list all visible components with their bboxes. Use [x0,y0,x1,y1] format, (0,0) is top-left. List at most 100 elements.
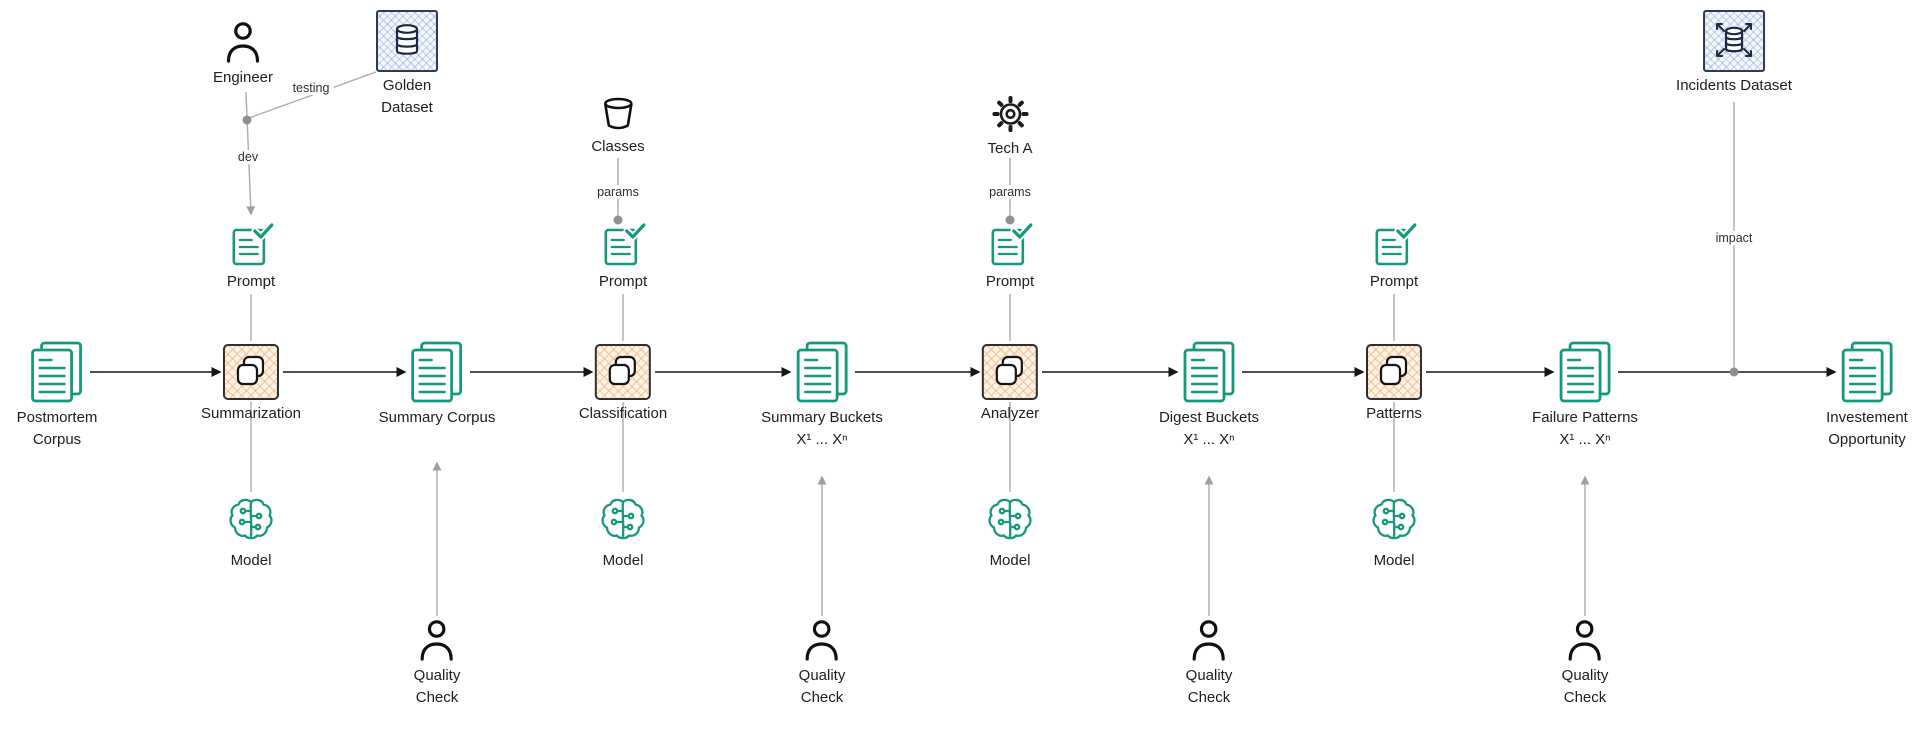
node-analyzer: Analyzer [981,344,1039,424]
bucket-icon [603,97,633,130]
node-label: Analyzer [980,405,1040,422]
node-prompt-analyzer: Prompt [986,222,1034,292]
person-icon [805,620,839,661]
document-stack-icon [1183,341,1235,403]
prompt-icon [232,222,274,266]
node-label: Check [1563,689,1607,707]
node-golden-dataset: Golden Dataset [376,10,438,119]
node-failure-patterns: Failure Patterns X¹ ... Xⁿ [1532,340,1638,451]
node-quality-check-failure-patterns: Quality Check [1561,618,1609,709]
node-quality-check-summary-corpus: Quality Check [413,618,461,709]
junction-dot-params-classes [613,215,623,225]
node-label: Model [1373,552,1415,569]
node-prompt-summarization: Prompt [227,222,275,292]
node-classification: Classification [579,344,667,424]
node-summary-buckets: Summary Buckets X¹ ... Xⁿ [761,340,883,451]
node-label: Model [602,552,644,569]
node-classes: Classes [591,95,645,157]
node-label: Check [800,689,844,707]
database-cylinder-icon [395,24,419,55]
node-label: Summary Buckets [761,409,883,426]
node-label: Digest Buckets [1158,409,1260,426]
node-label: Quality [1561,667,1609,684]
junction-dot-dev [242,115,252,125]
document-stack-icon [411,341,463,403]
process-icon [981,344,1038,400]
person-icon [420,620,454,661]
node-label: Patterns [1366,405,1422,422]
overlapping-squares-icon [995,355,1024,386]
node-prompt-classification: Prompt [599,222,647,292]
node-label: Investement [1826,409,1908,426]
node-label: Corpus [32,431,82,449]
junction-dot-impact [1729,367,1739,377]
node-postmortem-corpus: Postmortem Corpus [16,340,98,451]
node-label: Dataset [381,99,433,117]
node-label: Quality [798,667,846,684]
process-icon [1366,344,1422,400]
node-label: Opportunity [1828,431,1906,449]
node-patterns: Patterns [1366,344,1422,424]
node-label: X¹ ... Xⁿ [1183,431,1235,449]
overlapping-squares-icon [1379,355,1408,386]
model-icon [988,498,1032,540]
prompt-icon [991,222,1033,266]
node-label: Classes [591,138,645,155]
node-label: Check [415,689,459,707]
edge-engineer-goldendataset-testing [248,71,377,119]
database-arrows-icon [1716,23,1752,57]
model-icon [601,498,645,540]
node-label: Failure Patterns [1532,409,1638,426]
node-model-analyzer: Model [984,495,1036,571]
person-icon [1192,620,1226,661]
node-label: Summarization [200,405,302,422]
edge-label-dev: dev [233,150,263,164]
node-model-patterns: Model [1368,495,1420,571]
model-icon [1372,498,1416,540]
prompt-icon [1375,222,1417,266]
node-quality-check-summary-buckets: Quality Check [798,618,846,709]
node-label: Model [989,552,1031,569]
overlapping-squares-icon [236,355,265,386]
overlapping-squares-icon [608,355,637,386]
node-label: Quality [413,667,461,684]
node-model-classification: Model [597,495,649,571]
process-icon [222,344,279,400]
node-summary-corpus: Summary Corpus [378,340,496,428]
node-prompt-patterns: Prompt [1370,222,1418,292]
node-label: Postmortem [16,409,98,426]
junction-dot-params-techa [1005,215,1015,225]
node-engineer: Engineer [213,20,273,88]
node-digest-buckets: Digest Buckets X¹ ... Xⁿ [1159,340,1259,451]
edge-label-testing: testing [288,81,334,95]
node-incidents-dataset: Incidents Dataset [1676,10,1792,96]
node-model-summarization: Model [225,495,277,571]
prompt-icon [604,222,646,266]
node-summarization: Summarization [201,344,301,424]
node-label: Prompt [1369,273,1419,290]
gear-icon [992,96,1028,132]
node-quality-check-digest-buckets: Quality Check [1186,618,1232,709]
node-label: Model [230,552,272,569]
node-label: Prompt [598,273,648,290]
person-icon [1568,620,1602,661]
node-label: Check [1187,689,1231,707]
edge-label-params-2: params [985,185,1035,199]
database-icon [376,10,438,72]
person-icon [226,22,260,63]
node-label: Prompt [985,273,1035,290]
node-label: Tech A [987,140,1033,157]
document-stack-icon [1559,341,1611,403]
node-label: Engineer [212,69,274,86]
process-icon [595,344,651,400]
node-tech-a: Tech A [987,93,1033,159]
edge-label-impact: impact [1711,231,1757,245]
model-icon [229,498,273,540]
document-stack-icon [796,341,848,403]
node-label: Summary Corpus [378,409,496,426]
database-export-icon [1703,10,1765,72]
node-label: Classification [578,405,668,422]
document-stack-icon [1841,341,1893,403]
node-label: X¹ ... Xⁿ [1559,431,1611,449]
node-investment-opportunity: Investement Opportunity [1826,340,1908,451]
